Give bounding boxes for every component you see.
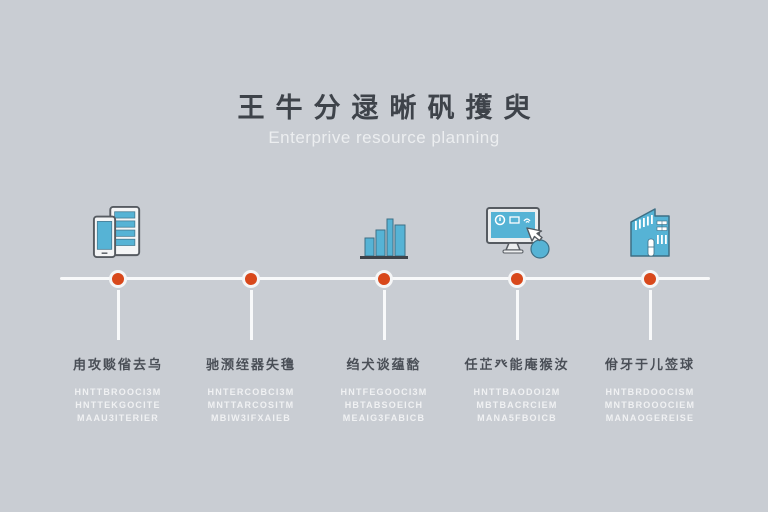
timeline-drop-line [249, 290, 253, 340]
timeline-node-5: 佾牙于儿签球 HNTBRDOOCISM MNTBROOOCIEM MANAOGE… [580, 202, 720, 442]
bar-chart-icon [314, 202, 454, 260]
page-title: 王牛分逯晰矾擭臾 [237, 93, 542, 123]
timeline-dot [641, 270, 659, 288]
caption-line: HNTTEKGOCITE [75, 400, 161, 410]
caption-line: HBTABSOEICH [344, 400, 424, 410]
node-heading: 绉犬谈蕴馠 [346, 357, 422, 372]
timeline-node-4: 任芷癶能庵猴汝 HNTTBAODOI2M MBTBACRCIEM MANA5FB… [447, 202, 587, 442]
caption-line: MEAIG3FABICB [342, 413, 426, 423]
node-captions: HNTBRDOOCISM MNTBROOOCIEM MANAOGEREISE [580, 386, 720, 425]
timeline-node-2: 驰滪绖器失氇 HNTERCOBCI3M MNTTARCOSITM MBIW3IF… [181, 202, 321, 442]
caption-line: HNTFEGOOCI3M [340, 387, 428, 397]
caption-line: MBTBACRCIEM [476, 400, 558, 410]
caption-line: MNTTARCOSITM [207, 400, 295, 410]
timeline-dot [242, 270, 260, 288]
caption-line: MAAU3ITERIER [77, 413, 159, 423]
node-heading: 甪攻赕偗去乌 [72, 357, 163, 372]
caption-line: MANAOGEREISE [605, 413, 695, 423]
node-heading: 任芷癶能庵猴汝 [464, 357, 570, 372]
timeline-drop-line [648, 290, 652, 340]
node-captions: HNTTBAODOI2M MBTBACRCIEM MANA5FBOICB [447, 386, 587, 425]
timeline-drop-line [382, 290, 386, 340]
timeline-drop-line [515, 290, 519, 340]
caption-line: HNTERCOBCI3M [207, 387, 295, 397]
caption-line: HNTTBROOCI3M [74, 387, 162, 397]
monitor-cursor-icon [447, 202, 587, 260]
node-captions: HNTERCOBCI3M MNTTARCOSITM MBIW3IFXAIEB [181, 386, 321, 425]
timeline-dot [508, 270, 526, 288]
caption-line: HNTTBAODOI2M [473, 387, 561, 397]
timeline-dot [109, 270, 127, 288]
node-heading: 佾牙于儿签球 [604, 357, 695, 372]
caption-line: MANA5FBOICB [477, 413, 557, 423]
building-icon [580, 202, 720, 260]
timeline-node-1: 甪攻赕偗去乌 HNTTBROOCI3M HNTTEKGOCITE MAAU3IT… [48, 202, 188, 442]
page-subtitle: Enterprive resource planning [268, 128, 500, 147]
caption-line: MBIW3IFXAIEB [211, 413, 291, 423]
node-captions: HNTTBROOCI3M HNTTEKGOCITE MAAU3ITERIER [48, 386, 188, 425]
node-heading: 驰滪绖器失氇 [205, 357, 296, 372]
timeline-drop-line [116, 290, 120, 340]
devices-icon [48, 202, 188, 260]
timeline-dot [375, 270, 393, 288]
node-captions: HNTFEGOOCI3M HBTABSOEICH MEAIG3FABICB [314, 386, 454, 425]
caption-line: HNTBRDOOCISM [605, 387, 695, 397]
caption-line: MNTBROOOCIEM [604, 400, 696, 410]
timeline-node-3: 绉犬谈蕴馠 HNTFEGOOCI3M HBTABSOEICH MEAIG3FAB… [314, 202, 454, 442]
